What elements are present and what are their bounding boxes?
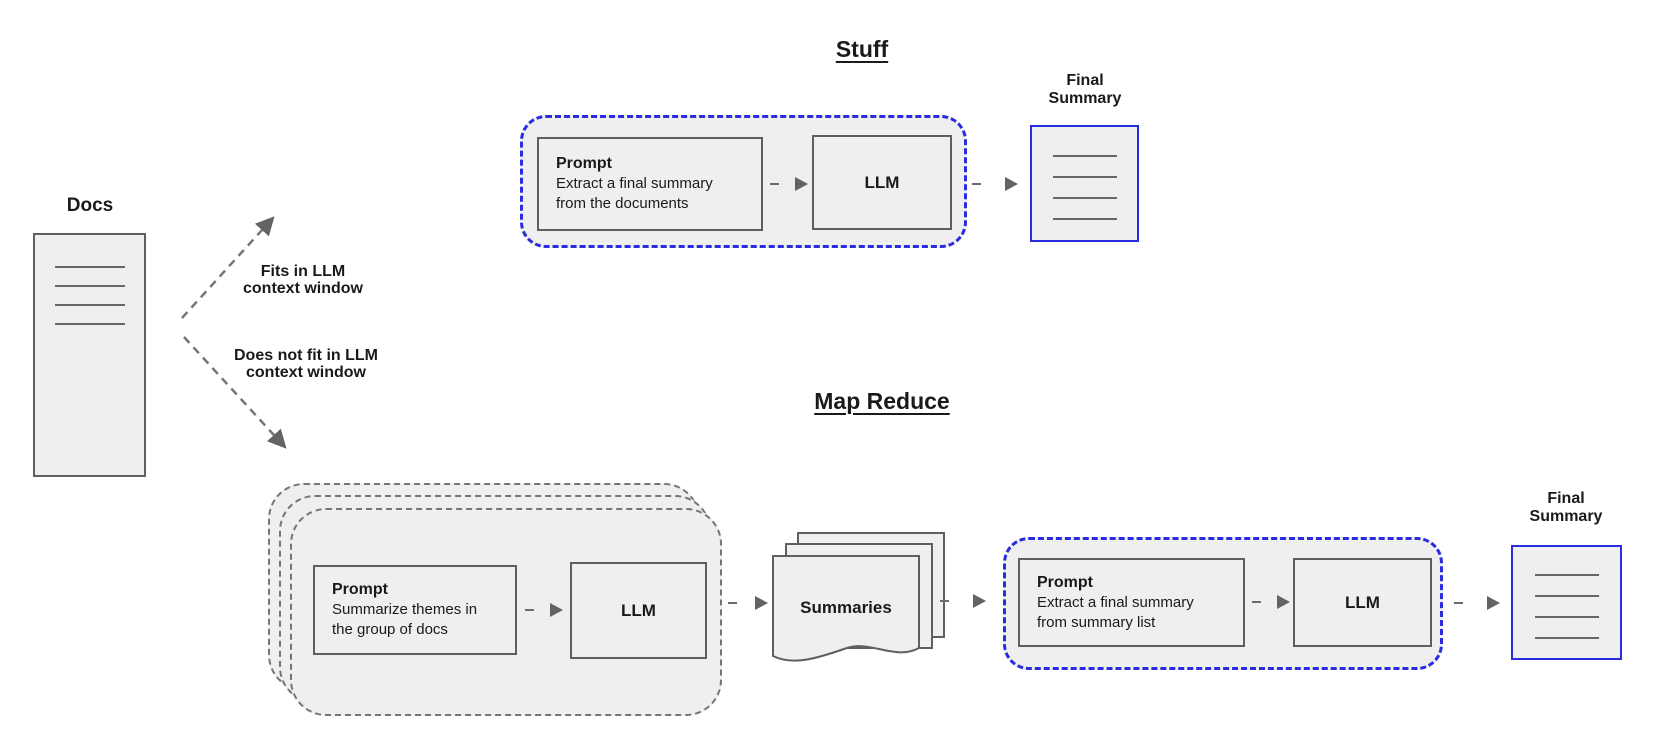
arrowhead-icon: [973, 594, 986, 608]
reduce-to-final-summary-arrow: [1454, 596, 1500, 610]
stuff-to-final-summary-arrow: [972, 177, 1018, 191]
fits-in-context-label: Fits in LLM context window: [243, 263, 363, 297]
stuff-final-summary-document: [1030, 125, 1139, 242]
map-llm-box: LLM: [570, 562, 707, 659]
map-prompt-title: Prompt: [332, 581, 388, 598]
arrowhead-icon: [1277, 595, 1290, 609]
arrowhead-icon: [550, 603, 563, 617]
stuff-final-summary-label: Final Summary: [1048, 72, 1122, 107]
docs-label: Docs: [66, 195, 114, 216]
map-to-summaries-arrow: [728, 596, 768, 610]
arrowhead-icon: [1005, 177, 1018, 191]
arrow-does-not-fit: [183, 336, 287, 449]
map-prompt-to-llm-arrow: [525, 603, 563, 617]
docs-text-lines: [35, 266, 144, 325]
stuff-prompt-title: Prompt: [556, 155, 612, 172]
reduce-final-summary-document: [1511, 545, 1622, 660]
arrowhead-icon: [795, 177, 808, 191]
stuff-prompt-box: Prompt Extract a final summary from the …: [537, 137, 763, 231]
stuff-prompt-body: Extract a final summary from the documen…: [556, 175, 713, 212]
map-prompt-box: Prompt Summarize themes in the group of …: [313, 565, 517, 655]
summaries-stack: Summaries: [772, 532, 945, 662]
arrowhead-icon: [755, 596, 768, 610]
arrowhead-icon: [1487, 596, 1500, 610]
summaries-label: Summaries: [800, 598, 892, 617]
docs-document: [33, 233, 146, 477]
reduce-final-summary-label: Final Summary: [1529, 490, 1603, 525]
does-not-fit-label: Does not fit in LLM context window: [234, 347, 378, 381]
stuff-title: Stuff: [835, 36, 889, 62]
reduce-prompt-box: Prompt Extract a final summary from summ…: [1018, 558, 1245, 647]
summaries-to-reduce-arrow: [940, 594, 986, 608]
reduce-prompt-body: Extract a final summary from summary lis…: [1037, 593, 1194, 631]
stuff-prompt-to-llm-arrow: [770, 177, 808, 191]
map-prompt-body: Summarize themes in the group of docs: [332, 601, 478, 638]
reduce-prompt-to-llm-arrow: [1252, 595, 1290, 609]
reduce-prompt-title: Prompt: [1037, 573, 1093, 591]
map-reduce-title: Map Reduce: [814, 388, 950, 414]
stuff-llm-box: LLM: [812, 135, 952, 230]
reduce-llm-box: LLM: [1293, 558, 1432, 647]
